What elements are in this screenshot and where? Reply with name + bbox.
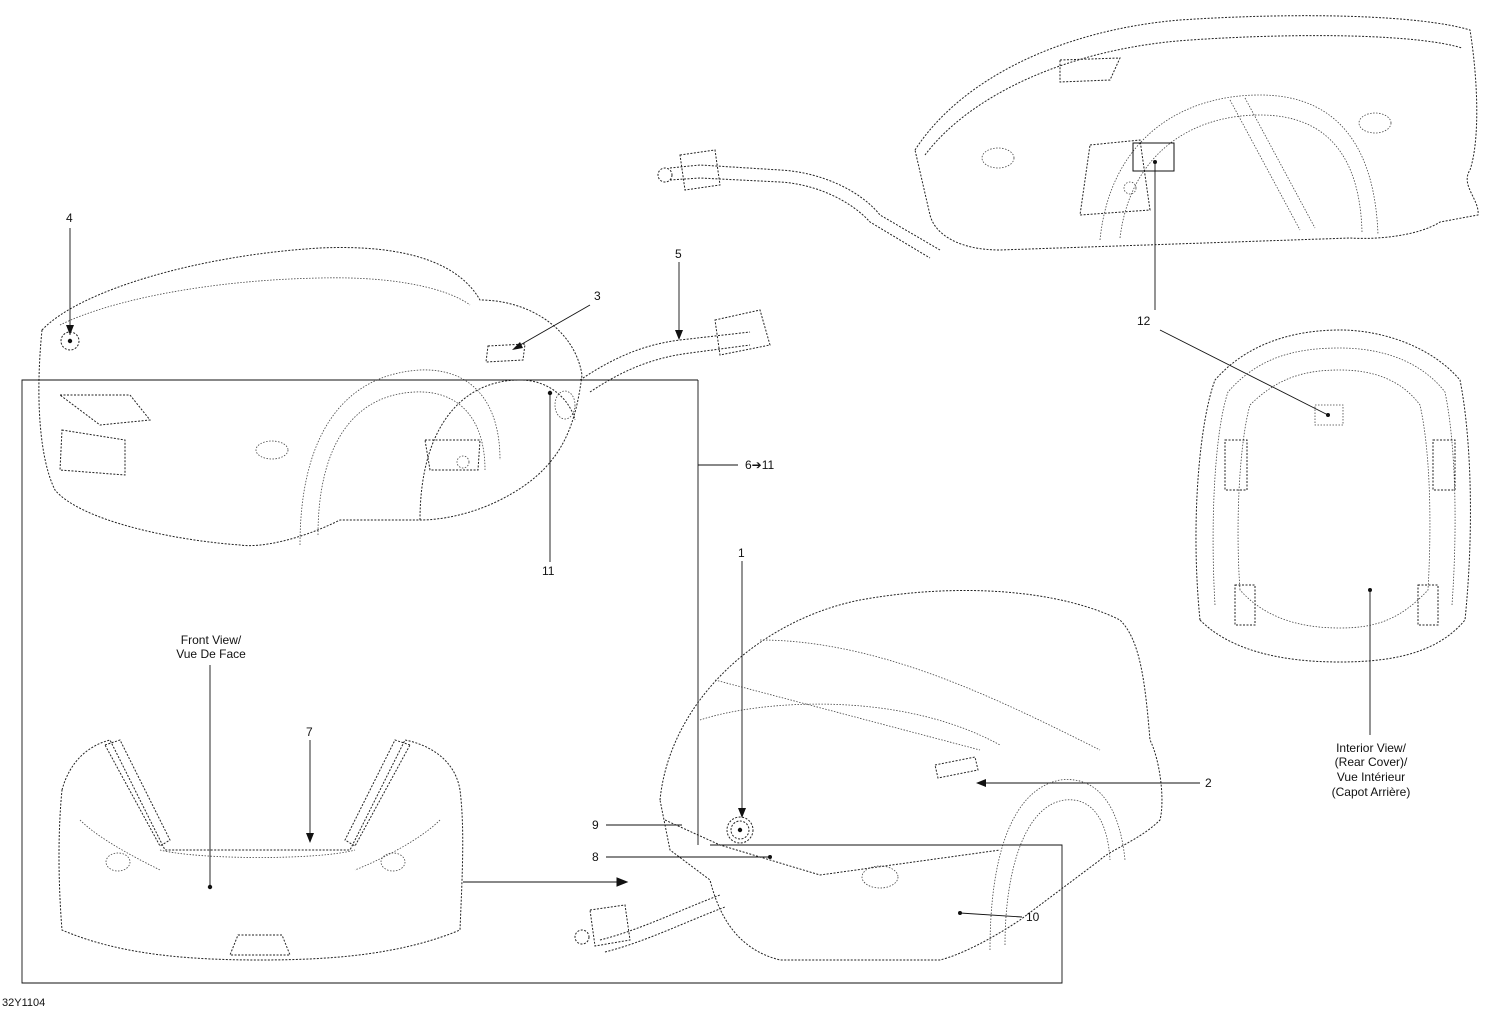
trailer-side-view bbox=[657, 15, 1479, 259]
label-marker-12-side bbox=[1132, 142, 1175, 172]
callout-4: 4 bbox=[66, 211, 73, 225]
callout-11: 11 bbox=[542, 564, 555, 578]
callout-9: 9 bbox=[592, 818, 599, 832]
interior-view-caption-line3: Vue Intérieur bbox=[1337, 770, 1405, 784]
callout-10: 10 bbox=[1026, 910, 1040, 924]
callout-6-11: 6➔11 bbox=[745, 458, 775, 472]
callout-3: 3 bbox=[594, 289, 601, 303]
trailer-rear-view bbox=[38, 247, 771, 547]
callout-labels: 4 3 5 11 6➔11 12 1 2 9 8 10 7 bbox=[66, 211, 1212, 924]
leader-lines bbox=[66, 162, 1371, 918]
figure-id: 32Y1104 bbox=[2, 997, 45, 1009]
callout-1: 1 bbox=[738, 546, 745, 560]
callout-2: 2 bbox=[1205, 776, 1212, 790]
callout-12: 12 bbox=[1137, 314, 1151, 328]
rear-cover-interior-view bbox=[1195, 329, 1471, 663]
callout-5: 5 bbox=[675, 247, 682, 261]
trailer-front-3q-view bbox=[574, 589, 1163, 961]
callout-8: 8 bbox=[592, 850, 599, 864]
interior-view-caption-line4: (Capot Arrière) bbox=[1332, 785, 1411, 799]
front-view-caption-line2: Vue De Face bbox=[176, 647, 246, 661]
trailer-front-view bbox=[58, 739, 464, 961]
view-captions: Front View/ Vue De Face Interior View/ (… bbox=[176, 633, 1410, 799]
detail-frame bbox=[21, 379, 1063, 984]
front-view-caption-line1: Front View/ bbox=[181, 633, 242, 647]
interior-view-caption-line2: (Rear Cover)/ bbox=[1335, 755, 1408, 769]
callout-7: 7 bbox=[306, 725, 313, 739]
interior-view-caption-line1: Interior View/ bbox=[1336, 741, 1406, 755]
